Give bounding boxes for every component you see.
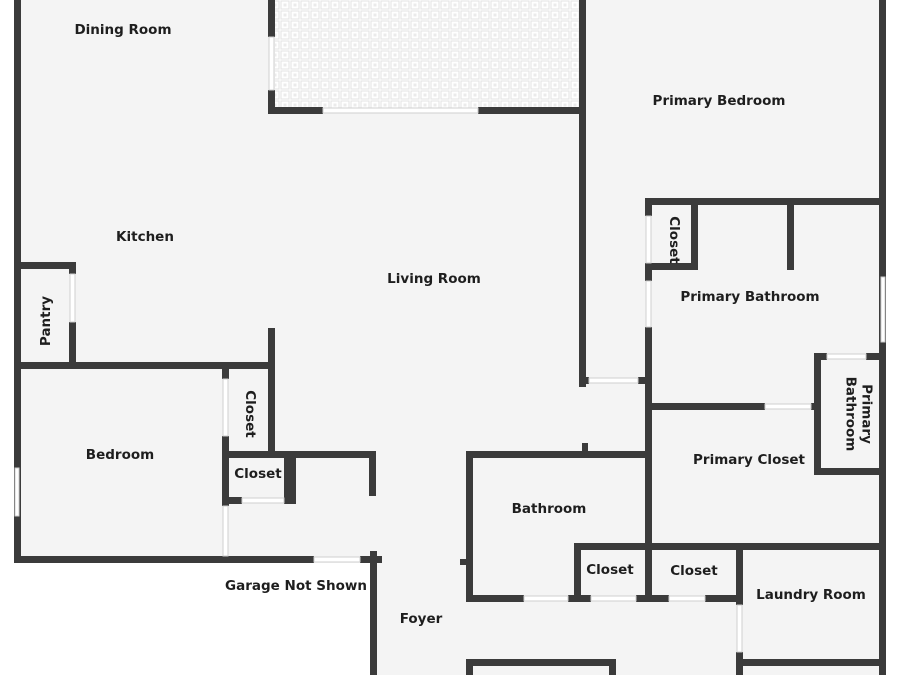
room-label-bedroom-closet-small[interactable]: Closet <box>234 466 282 483</box>
room-label-dining-room[interactable]: Dining Room <box>74 22 172 39</box>
garage-note: Garage Not Shown <box>225 578 367 595</box>
room-label-primary-bedroom[interactable]: Primary Bedroom <box>652 93 786 110</box>
room-label-bedroom[interactable]: Bedroom <box>85 447 155 464</box>
room-label-bedroom-closet-tall[interactable]: Closet <box>241 390 258 438</box>
room-label-hall-closet-1[interactable]: Closet <box>586 562 634 579</box>
room-label-primary-bathroom-wc[interactable]: Primary Bathroom <box>843 376 875 452</box>
room-label-foyer[interactable]: Foyer <box>399 611 443 628</box>
room-label-laundry-room[interactable]: Laundry Room <box>756 587 866 604</box>
room-label-kitchen[interactable]: Kitchen <box>116 229 174 246</box>
room-label-primary-closet[interactable]: Primary Closet <box>693 452 805 469</box>
room-label-living-room[interactable]: Living Room <box>387 271 481 288</box>
openings <box>14 36 886 653</box>
room-label-primary-closet-small[interactable]: Closet <box>665 216 682 264</box>
room-label-pantry[interactable]: Pantry <box>38 295 55 347</box>
room-label-primary-bathroom[interactable]: Primary Bathroom <box>680 289 820 306</box>
room-label-bathroom[interactable]: Bathroom <box>511 501 587 518</box>
room-label-hall-closet-2[interactable]: Closet <box>670 563 718 580</box>
patio-tiles <box>275 0 580 110</box>
